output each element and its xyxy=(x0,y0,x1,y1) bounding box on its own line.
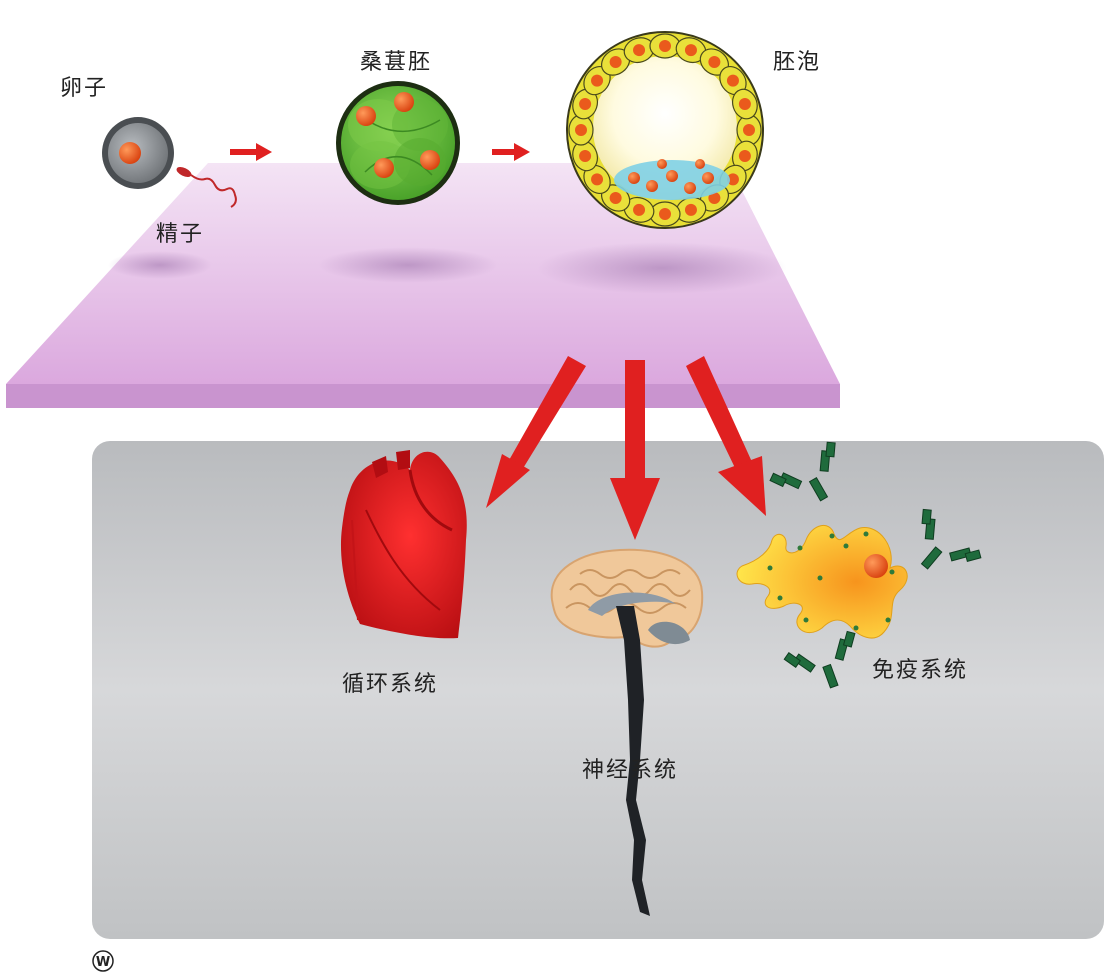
blastocyst-icon xyxy=(566,31,764,229)
immune-system-label: 免疫系统 xyxy=(872,658,969,683)
nervous-system-label: 神经系统 xyxy=(582,758,679,783)
cell-nucleus xyxy=(659,40,671,52)
sperm-icon xyxy=(176,167,237,208)
blastocyst-label: 胚泡 xyxy=(773,50,822,75)
cell-nucleus xyxy=(591,74,604,87)
cell-nucleus xyxy=(591,173,604,186)
trophoblast-cells xyxy=(568,33,762,227)
antibody-icon xyxy=(769,441,836,502)
arrow-egg-to-morula xyxy=(230,143,272,161)
cell-nucleus xyxy=(726,173,739,186)
watermark-logo: W xyxy=(92,950,114,972)
antibody-icon xyxy=(783,630,856,689)
arrow-morula-to-blastocyst xyxy=(492,143,530,161)
morula-label: 桑葚胚 xyxy=(360,50,433,75)
morula-icon xyxy=(336,81,460,205)
cell-nucleus xyxy=(579,149,592,162)
morula-shadow xyxy=(318,247,498,283)
arrow-to-nervous xyxy=(610,360,660,540)
inner-cell-mass xyxy=(614,159,730,200)
cell-nucleus xyxy=(708,56,721,69)
cell-nucleus xyxy=(708,191,721,204)
sperm-label: 精子 xyxy=(156,222,205,247)
heart-icon xyxy=(340,450,467,639)
organ-panel xyxy=(92,441,1104,939)
cell-nucleus xyxy=(633,44,646,57)
cell-nucleus xyxy=(575,124,587,136)
cell-nucleus xyxy=(743,124,755,136)
egg-icon xyxy=(102,117,174,189)
immune-cell-icon xyxy=(736,525,908,639)
cell-nucleus xyxy=(633,203,646,216)
cell-nucleus xyxy=(684,203,697,216)
cell-nucleus xyxy=(738,98,751,111)
antibodies xyxy=(769,441,982,689)
cell-nucleus xyxy=(609,56,622,69)
blastocyst-shadow xyxy=(537,242,787,294)
cell-nucleus xyxy=(726,74,739,87)
arrow-to-circulatory xyxy=(486,356,586,508)
cell-nucleus xyxy=(684,44,697,57)
cell-nucleus xyxy=(659,208,671,220)
svg-text:W: W xyxy=(96,955,110,970)
egg-shadow xyxy=(108,251,212,279)
cell-nucleus xyxy=(579,98,592,111)
cell-nucleus xyxy=(738,149,751,162)
antibody-icon xyxy=(920,508,982,570)
circulatory-system-label: 循环系统 xyxy=(342,672,439,697)
egg-label: 卵子 xyxy=(60,76,109,101)
brain-icon xyxy=(550,548,704,916)
cell-nucleus xyxy=(609,191,622,204)
arrow-to-immune xyxy=(686,356,766,516)
